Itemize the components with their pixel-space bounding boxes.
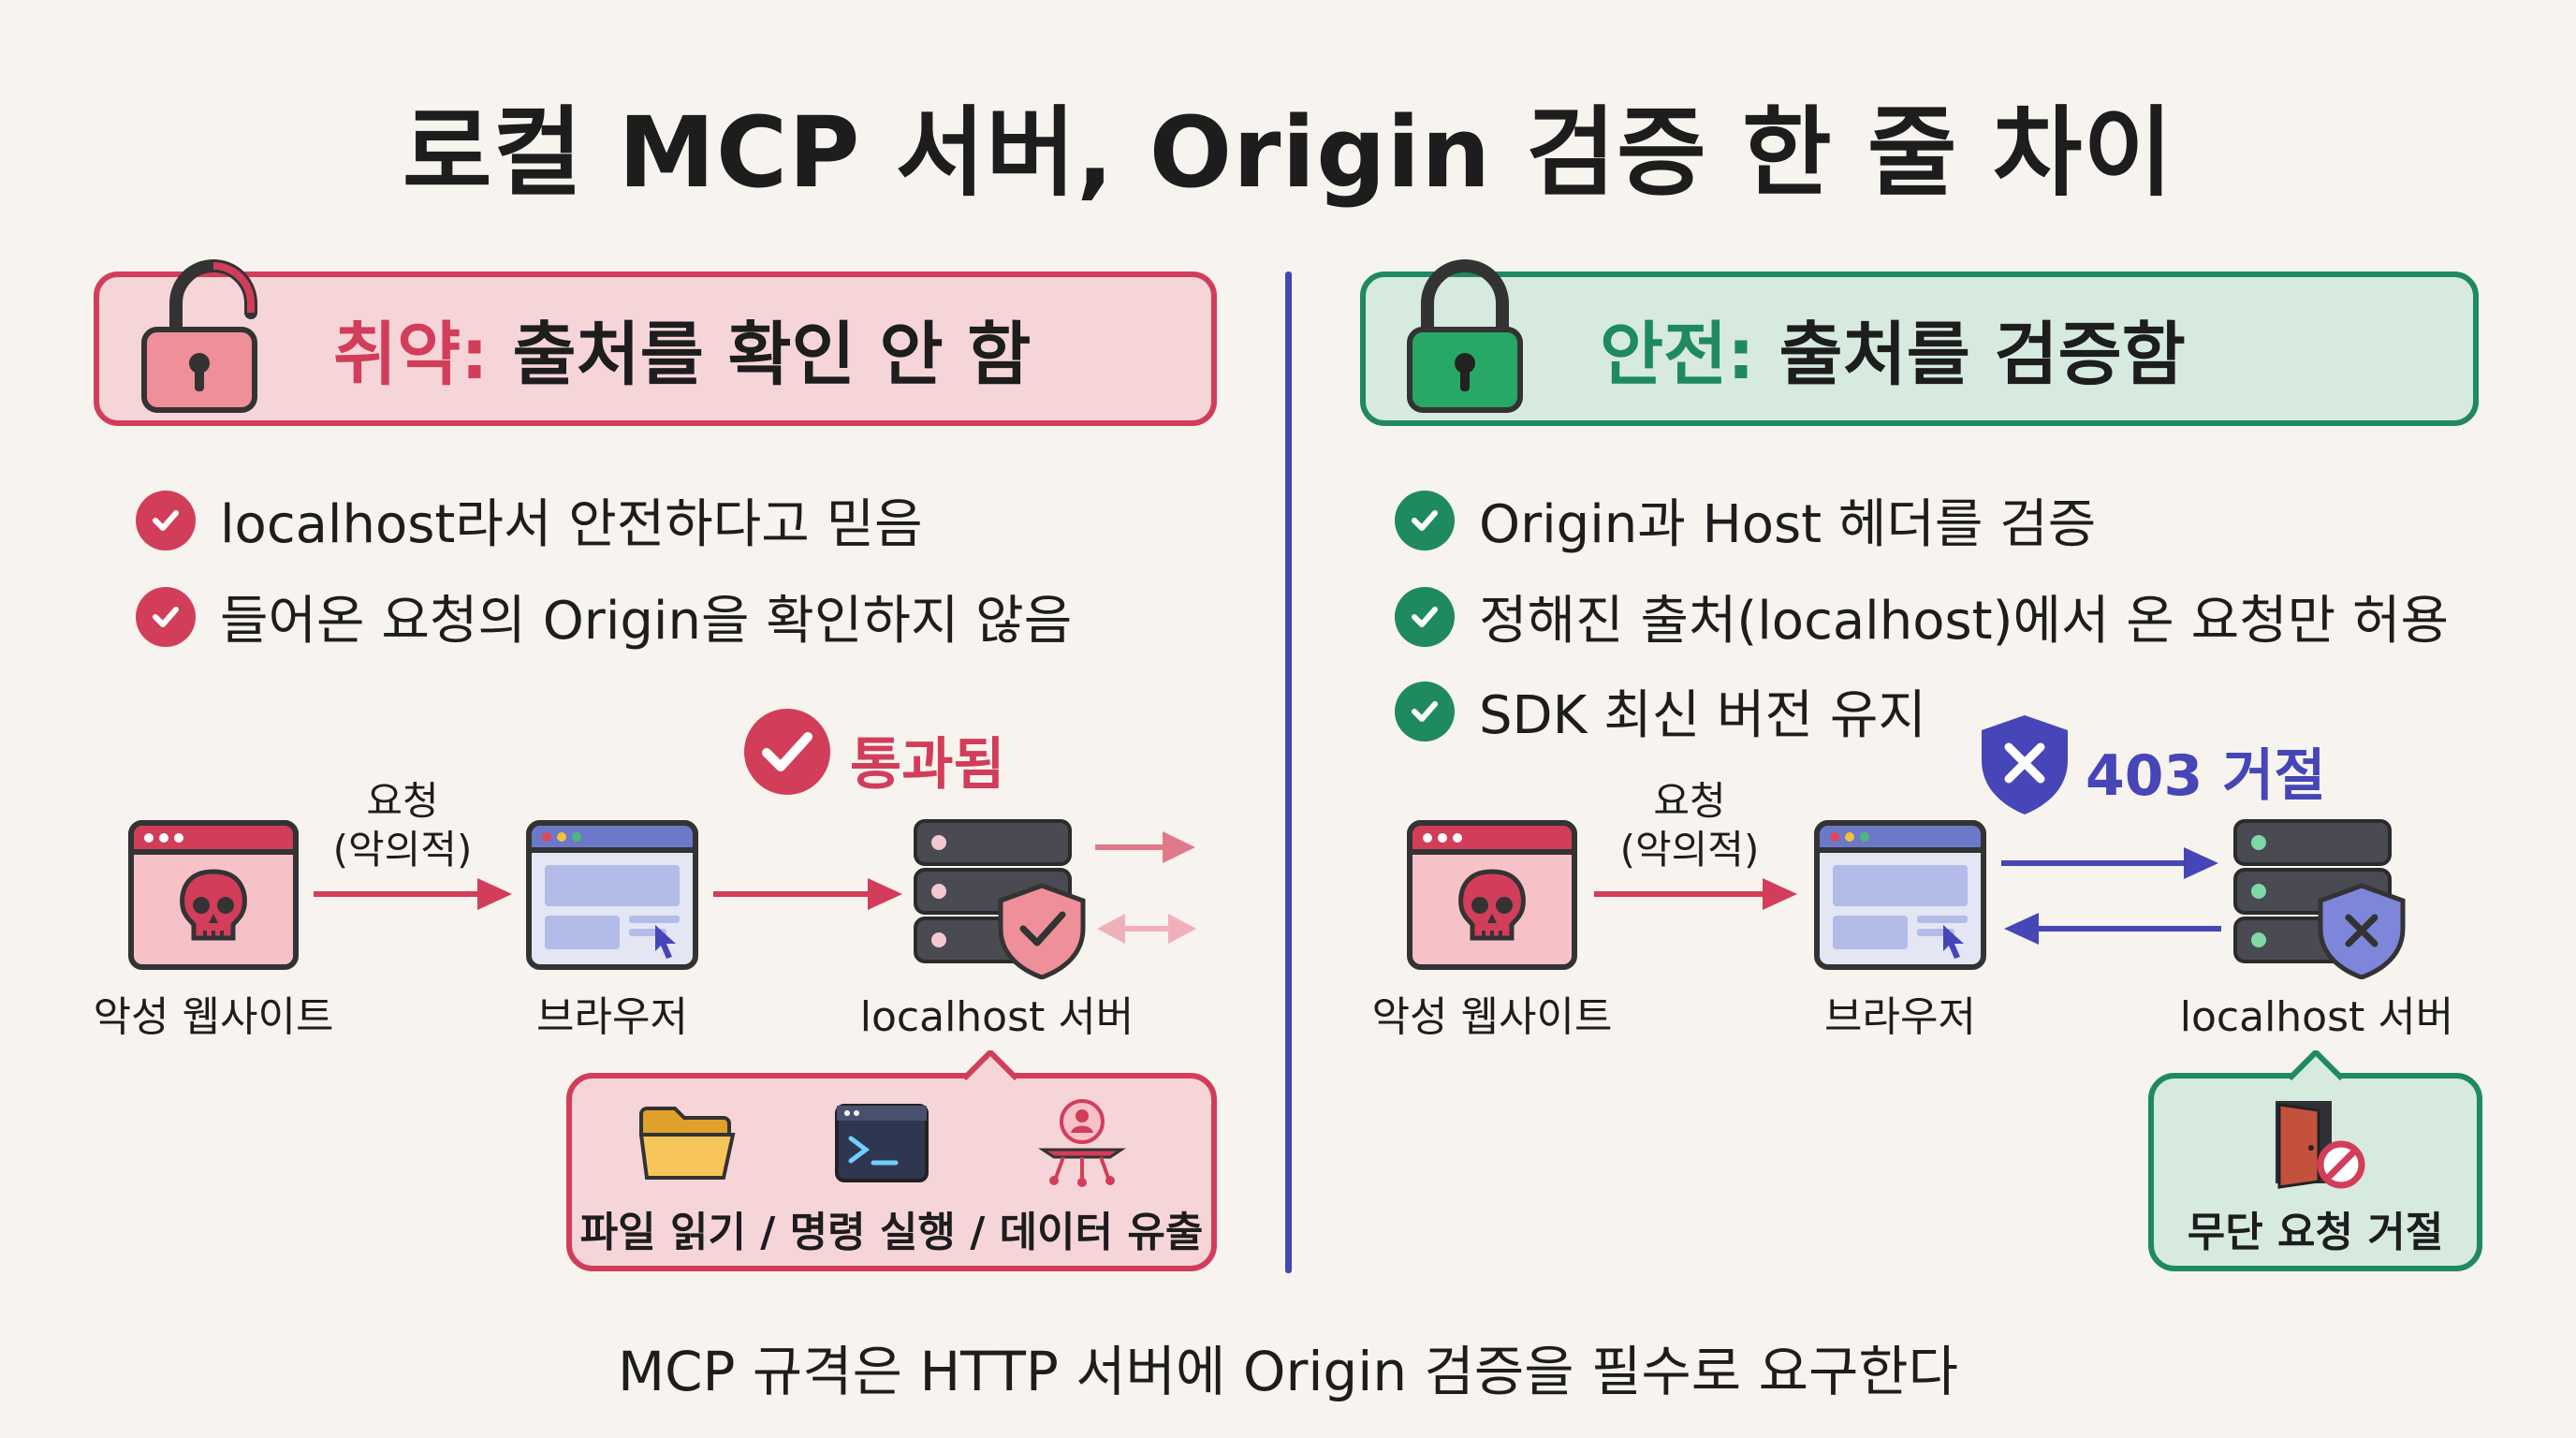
- localhost-server-shield-check-icon: [914, 819, 1086, 979]
- request-label-line1: 요청: [366, 778, 439, 824]
- unlocked-padlock-icon: [141, 259, 257, 413]
- bidirectional-arrow: [1097, 914, 1196, 944]
- safe-bullet-text: 정해진 출처(localhost)에서 온 요청만 허용: [1479, 591, 2450, 652]
- request-arrow: [314, 878, 512, 910]
- safe-bullet-3: SDK 최신 버전 유지: [1395, 673, 1926, 749]
- safe-heading-keyword: 안전:: [1600, 315, 1755, 395]
- callout-pointer: [2288, 1050, 2344, 1080]
- vulnerable-bullet-text: 들어온 요청의 Origin을 확인하지 않음: [220, 591, 1073, 652]
- passed-check-icon: [744, 709, 830, 795]
- browser-window-icon: [1814, 820, 1986, 970]
- safe-bullet-text: Origin과 Host 헤더를 검증: [1479, 494, 2097, 555]
- reject-text: 무단 요청 거절: [2187, 1209, 2444, 1256]
- check-icon: [136, 490, 196, 550]
- impact-callout: 파일 읽기 / 명령 실행 / 데이터 유출: [566, 1073, 1217, 1271]
- folder-icon: [638, 1107, 736, 1180]
- attacker-label: 악성 웹사이트: [93, 993, 334, 1041]
- footer-note: MCP 규격은 HTTP 서버에 Origin 검증을 필수로 요구한다: [617, 1340, 1959, 1403]
- browser-label: 브라우저: [1824, 993, 1976, 1041]
- check-icon: [1395, 586, 1455, 647]
- blocked-door-icon: [2276, 1101, 2365, 1189]
- vulnerable-heading-rest: 출처를 확인 안 함: [488, 315, 1032, 395]
- data-leak-icon: [1038, 1099, 1126, 1187]
- request-arrow: [1594, 878, 1797, 910]
- server-label: localhost 서버: [859, 993, 1134, 1041]
- request-label-line1: 요청: [1653, 778, 1726, 824]
- impact-text: 파일 읽기 / 명령 실행 / 데이터 유출: [579, 1209, 1204, 1256]
- vulnerable-heading: 취약: 출처를 확인 안 함: [333, 299, 1031, 399]
- vulnerable-bullet-2: 들어온 요청의 Origin을 확인하지 않음: [136, 579, 1072, 654]
- locked-padlock-icon: [1407, 259, 1523, 413]
- request-label-line2: (악의적): [1619, 827, 1760, 873]
- rejection-arrow: [2004, 913, 2221, 945]
- safe-bullet-text: SDK 최신 버전 유지: [1479, 685, 1926, 746]
- terminal-icon: [835, 1104, 929, 1182]
- vulnerable-bullet-1: localhost라서 안전하다고 믿음: [136, 482, 923, 558]
- exfiltration-arrow: [1095, 831, 1195, 863]
- vulnerable-heading-keyword: 취약:: [333, 315, 489, 395]
- vulnerable-bullet-text: localhost라서 안전하다고 믿음: [220, 494, 923, 555]
- check-icon: [1395, 681, 1455, 741]
- request-label: 요청 (악의적): [1596, 777, 1783, 874]
- request-to-server-arrow: [2001, 847, 2218, 879]
- callout-pointer: [962, 1050, 1018, 1080]
- safe-banner: 안전: 출처를 검증함: [1360, 271, 2479, 426]
- request-label-line2: (악의적): [332, 827, 473, 873]
- center-divider: [1285, 271, 1292, 1273]
- localhost-server-shield-x-icon: [2233, 819, 2406, 979]
- vulnerable-banner: 취약: 출처를 확인 안 함: [94, 271, 1217, 426]
- server-label: localhost 서버: [2179, 993, 2454, 1041]
- malicious-site-skull-icon: [128, 820, 299, 970]
- safe-bullet-1: Origin과 Host 헤더를 검증: [1395, 482, 2096, 558]
- safe-bullet-2: 정해진 출처(localhost)에서 온 요청만 허용: [1395, 579, 2449, 654]
- blocked-shield-icon: [1982, 715, 2068, 814]
- browser-label: 브라우저: [536, 993, 688, 1041]
- forbidden-status: 403 거절: [2086, 743, 2326, 809]
- page-title: 로컬 MCP 서버, Origin 검증 한 줄 차이: [402, 95, 2174, 210]
- request-label: 요청 (악의적): [309, 777, 496, 874]
- passed-status: 통과됨: [850, 732, 1005, 798]
- attacker-label: 악성 웹사이트: [1371, 993, 1613, 1041]
- reject-callout: 무단 요청 거절: [2148, 1073, 2482, 1271]
- check-icon: [1395, 490, 1455, 550]
- safe-heading-rest: 출처를 검증함: [1754, 315, 2186, 395]
- safe-heading: 안전: 출처를 검증함: [1600, 299, 2186, 399]
- check-icon: [136, 586, 196, 647]
- malicious-site-skull-icon: [1407, 820, 1577, 970]
- forward-arrow: [713, 878, 902, 910]
- browser-window-icon: [526, 820, 698, 970]
